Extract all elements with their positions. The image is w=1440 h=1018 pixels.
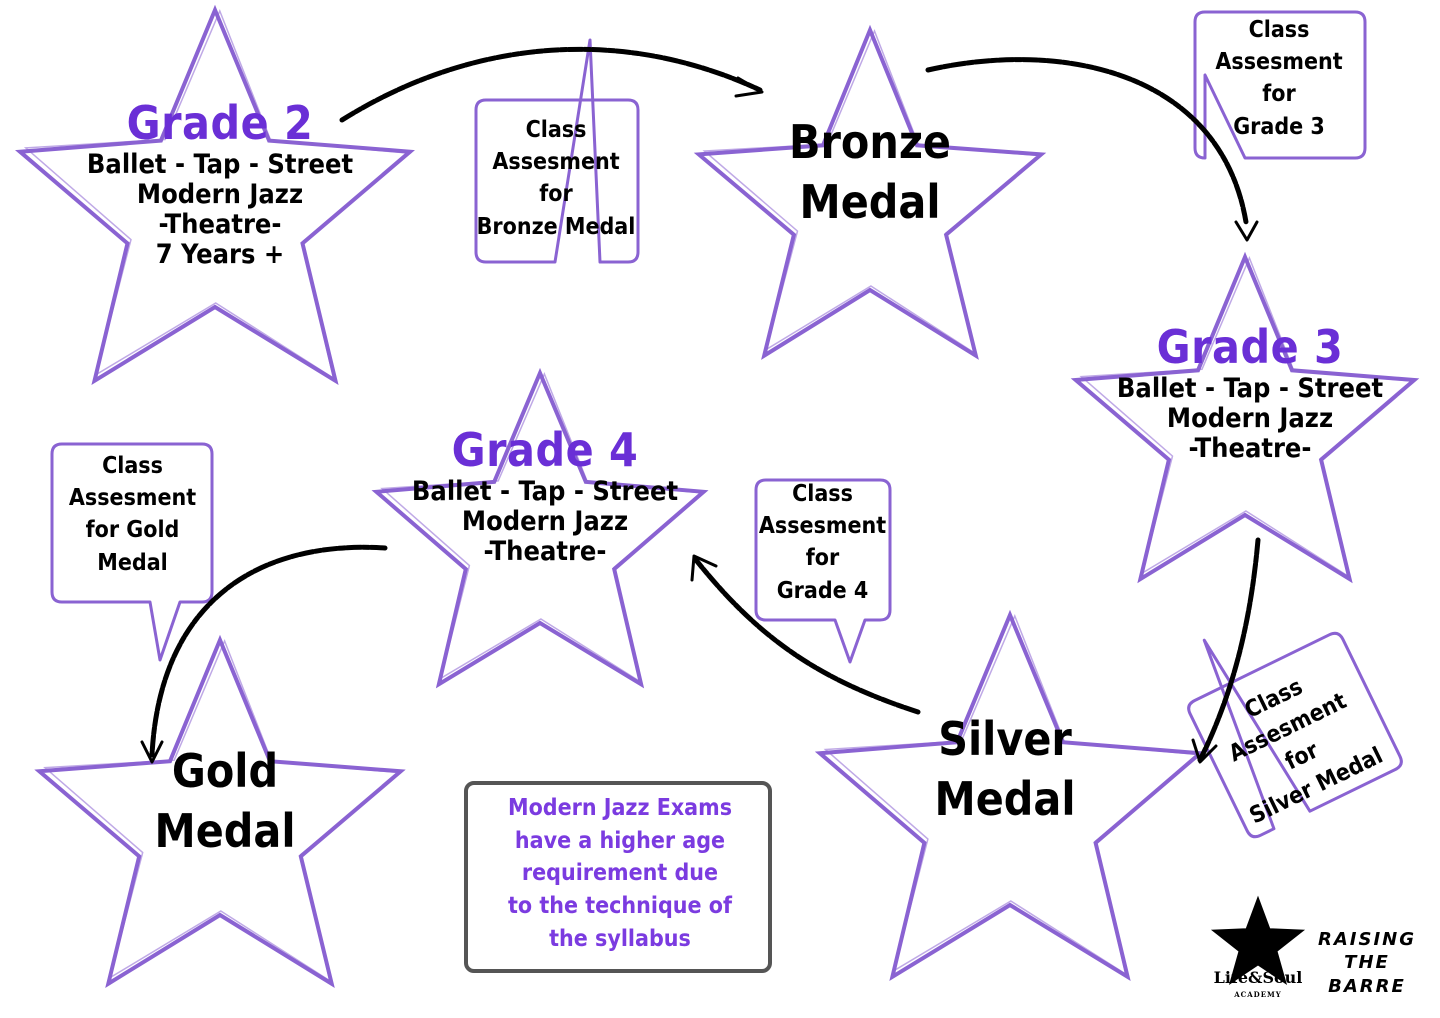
grade2-line: Ballet - Tap - Street	[86, 148, 354, 180]
bronze-text: Bronze Medal	[730, 113, 1010, 233]
bubble-line: Class	[525, 117, 587, 143]
note-line: to the technique of	[508, 892, 732, 919]
grade4-star-outline	[371, 367, 709, 689]
logo-tagline: RAISING THE BARRE	[1312, 928, 1422, 998]
arrow-grade4-to-gold-head	[140, 740, 164, 764]
silver-star-outline	[814, 609, 1206, 982]
grade3-text: Grade 3 Ballet - Tap - Street Modern Jaz…	[1100, 320, 1400, 464]
gold-line: Medal	[154, 803, 296, 858]
tagline-line: THE	[1344, 952, 1390, 974]
arrow-silver-to-grade4-head	[690, 554, 718, 582]
bubble-grade4-text: Class Assesment for Grade 4	[750, 478, 895, 607]
bubble-gold-text: Class Assesment for Gold Medal	[50, 450, 215, 579]
bubble-silver	[1187, 631, 1403, 839]
bubble-line: for Gold	[85, 517, 180, 544]
gold-text: Gold Medal	[90, 742, 360, 862]
arrow-bronze-to-grade3-head	[1234, 220, 1259, 242]
bubble-line: Grade 4	[776, 577, 869, 604]
note-text: Modern Jazz Exams have a higher age requ…	[470, 792, 770, 955]
bubble-line: for	[805, 545, 840, 572]
grade3-line: Ballet - Tap - Street	[1116, 372, 1384, 404]
bubble-line: Assesment	[1215, 49, 1343, 76]
silver-line: Medal	[934, 771, 1076, 826]
note-line: have a higher age	[514, 827, 726, 854]
bubble-line: Assesment	[68, 485, 197, 512]
note-line: the syllabus	[549, 925, 691, 952]
grade2-star-outline	[15, 4, 415, 386]
gold-star-outline	[34, 634, 406, 988]
logo-sub: ACADEMY	[1234, 990, 1282, 999]
bubble-grade3	[1193, 10, 1367, 160]
bubble-line: Class	[792, 481, 853, 507]
grade4-title: Grade 4	[451, 423, 639, 477]
gold-star-sketch	[43, 639, 403, 983]
bubble-line: Assesment	[758, 513, 887, 540]
bubble-line: Medal	[97, 549, 168, 576]
tagline-line: RAISING	[1318, 929, 1416, 950]
silver-star	[814, 609, 1206, 982]
arrow-grade3-to-silver-head	[1191, 738, 1218, 764]
bubble-line: Bronze Medal	[476, 213, 636, 240]
bubble-line: for	[1262, 81, 1296, 108]
logo-brand: Life&Soul	[1213, 968, 1303, 987]
grade4-star	[371, 367, 709, 689]
grade4-text: Grade 4 Ballet - Tap - Street Modern Jaz…	[395, 423, 695, 567]
arrow-grade2-to-bronze	[339, 46, 763, 123]
silver-line: Silver	[938, 712, 1072, 766]
grade3-line: -Theatre-	[1188, 432, 1312, 464]
grade4-line: Modern Jazz	[461, 505, 629, 537]
star-dancer-icon	[1210, 895, 1306, 985]
note-line: Modern Jazz Exams	[507, 795, 733, 821]
gold-star	[34, 634, 406, 988]
bubble-gold	[50, 442, 214, 662]
note-box	[464, 781, 772, 973]
bubble-line: for	[539, 181, 573, 208]
grade2-line: Modern Jazz	[136, 178, 304, 210]
arrow-silver-to-grade4	[693, 557, 921, 715]
arrow-grade3-to-silver	[1197, 537, 1261, 763]
grade4-line: -Theatre-	[483, 535, 607, 567]
bubble-bronze	[474, 38, 640, 264]
arrow-grade4-to-gold	[149, 544, 388, 758]
grade3-title: Grade 3	[1156, 320, 1344, 374]
tagline-line: BARRE	[1328, 975, 1406, 997]
bubble-bronze-text: Class Assesment for Bronze Medal	[470, 114, 642, 243]
grade2-line: 7 Years +	[155, 239, 285, 271]
grade2-title: Grade 2	[126, 96, 314, 150]
silver-star-sketch	[823, 614, 1203, 976]
silver-text: Silver Medal	[870, 710, 1140, 830]
grade4-star-sketch	[380, 372, 706, 683]
grade4-line: Ballet - Tap - Street	[411, 475, 679, 507]
bronze-star-outline	[693, 24, 1047, 360]
arrow-grade2-to-bronze-head	[734, 76, 764, 98]
bubble-grade3-text: Class Assesment for Grade 3	[1193, 14, 1365, 143]
bronze-line: Bronze	[788, 115, 951, 169]
bubble-line: Assesment	[492, 149, 620, 176]
grade2-text: Grade 2 Ballet - Tap - Street Modern Jaz…	[70, 96, 370, 271]
bubble-grade4	[754, 478, 892, 664]
note-line: requirement due	[521, 860, 719, 887]
grade3-line: Modern Jazz	[1166, 402, 1334, 434]
grade2-star	[15, 4, 415, 386]
bronze-star-sketch	[702, 28, 1044, 355]
grade3-star-outline	[1070, 251, 1420, 584]
grade3-star	[1070, 251, 1420, 584]
bubble-line: Class	[102, 453, 163, 479]
bronze-star	[693, 24, 1047, 360]
bubble-line: Grade 3	[1233, 113, 1325, 140]
bronze-line: Medal	[799, 174, 941, 229]
grade3-star-sketch	[1079, 256, 1417, 578]
arrow-bronze-to-grade3	[925, 57, 1249, 225]
bubble-line: Class	[1248, 17, 1310, 43]
gold-line: Gold	[171, 744, 279, 798]
grade2-star-sketch	[23, 9, 412, 380]
grade2-line: -Theatre-	[158, 208, 282, 240]
